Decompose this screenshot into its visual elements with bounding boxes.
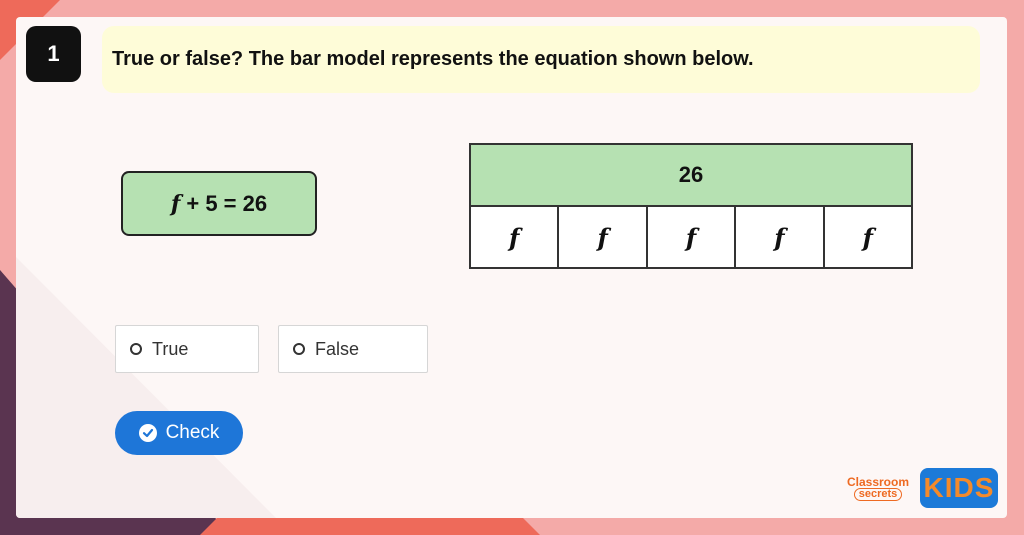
option-label: False	[315, 338, 360, 359]
option-label: True	[152, 338, 189, 359]
question-text-box: True or false? The bar model represents …	[102, 26, 980, 93]
equation-rest: + 5 = 26	[186, 190, 268, 216]
question-card: 1 True or false? The bar model represent…	[16, 17, 1007, 518]
bar-model-parts: f f f f f	[471, 207, 911, 267]
radio-icon[interactable]	[293, 343, 305, 355]
logo-line2: secrets	[853, 488, 903, 501]
bar-model-part: f	[471, 207, 560, 267]
logo-line1: Classroom	[846, 475, 910, 489]
check-circle-icon	[138, 424, 157, 442]
bar-model-part: f	[862, 222, 873, 252]
bar-model-part: f	[559, 207, 648, 267]
classroom-secrets-logo: Classroom secrets	[842, 475, 914, 503]
equation-variable: f	[170, 190, 181, 217]
option-false[interactable]: False	[278, 325, 428, 373]
option-true[interactable]: True	[115, 325, 259, 373]
kids-logo: KIDS	[920, 468, 998, 508]
check-button-label: Check	[165, 422, 220, 443]
question-number: 1	[26, 26, 81, 82]
question-text: True or false? The bar model represents …	[112, 48, 754, 70]
bar-model-part: f	[736, 207, 825, 267]
equation-box: f + 5 = 26	[121, 171, 317, 236]
bar-model-total: 26	[471, 145, 911, 207]
bar-model-part: f	[648, 207, 737, 267]
radio-icon[interactable]	[130, 343, 142, 355]
bar-model: 26 f f f f f	[469, 143, 913, 269]
check-button[interactable]: Check	[115, 411, 243, 455]
